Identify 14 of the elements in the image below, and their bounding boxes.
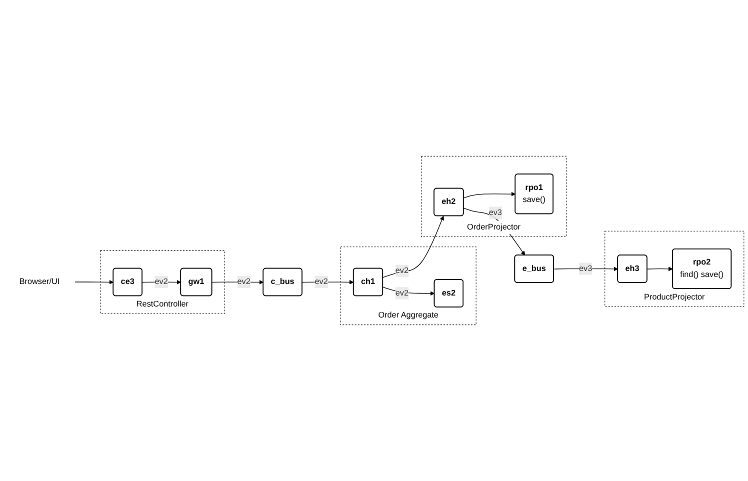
arrow: [463, 192, 516, 198]
arrow: [382, 216, 444, 278]
arrow: [74, 280, 114, 284]
node-text: Browser/UI: [19, 277, 60, 286]
edge-label: ev2: [395, 288, 409, 298]
edge-label: ev2: [154, 277, 168, 286]
edge-label: ev2: [395, 266, 409, 275]
arrow: [142, 280, 182, 284]
arrow: [212, 280, 264, 284]
edge-label: ev2: [237, 277, 250, 286]
edge-label: ev2: [314, 277, 328, 286]
arrow: [646, 266, 673, 272]
edge-label: ev3: [488, 208, 502, 217]
edge-label: ev3: [579, 264, 592, 273]
